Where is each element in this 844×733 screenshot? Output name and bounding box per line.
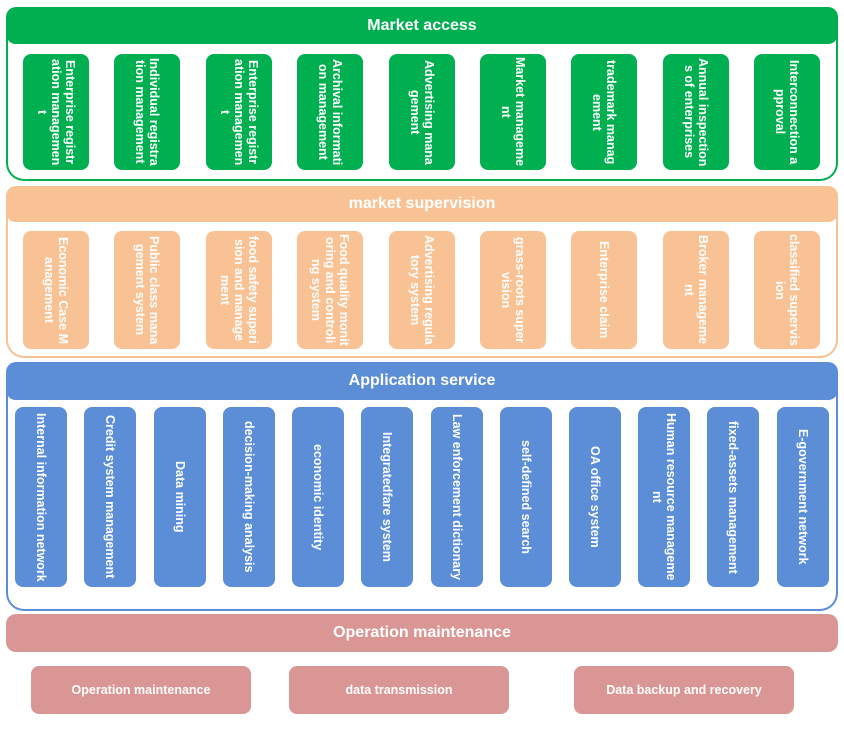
item-label: trademark management	[590, 59, 618, 165]
item-label: fixed-assets management	[726, 420, 740, 574]
application-service-item: OA office system	[569, 407, 621, 587]
item-label: self-defined search	[519, 440, 533, 554]
item-label: Annual inspections of enterprises	[682, 57, 710, 167]
application-service-item: Data mining	[154, 407, 206, 587]
item-label: E-government network	[796, 429, 810, 565]
market-supervision-item: Public class management system	[114, 231, 180, 349]
item-label: Food quality monitoring and controling s…	[309, 234, 351, 346]
item-label: Market management	[499, 57, 527, 167]
market-access-item: Annual inspections of enterprises	[663, 54, 729, 170]
market-access-item: Enterprise registration management	[206, 54, 272, 170]
application-service-item: economic identity	[292, 407, 344, 587]
item-label: Economic Case Management	[42, 236, 70, 344]
item-label: Individual registration management	[133, 58, 161, 166]
application-service-panel	[6, 383, 838, 611]
market-access-header: Market access	[6, 7, 838, 44]
item-label: classified supervision	[773, 234, 801, 346]
market-supervision-item: Enterprise claim	[571, 231, 637, 349]
item-label: Data mining	[173, 461, 187, 533]
item-label: Advertising regulatory system	[408, 235, 436, 345]
item-label: grass-roots supervision	[499, 236, 527, 344]
item-label: economic identity	[311, 443, 325, 551]
application-service-item: fixed-assets management	[707, 407, 759, 587]
operation-maintenance-item: data transmission	[289, 666, 509, 714]
market-supervision-item: grass-roots supervision	[480, 231, 546, 349]
item-label: Integratedfare system	[380, 432, 394, 562]
item-label: Advertising management	[408, 59, 436, 165]
market-supervision-item: food safety superision and management	[206, 231, 272, 349]
item-label: Enterprise registration management	[218, 58, 260, 166]
market-access-item: trademark management	[571, 54, 637, 170]
operation-maintenance-item: Data backup and recovery	[574, 666, 794, 714]
item-label: decision-making analysis	[242, 421, 256, 573]
application-service-item: decision-making analysis	[223, 407, 275, 587]
item-label: Credit system management	[103, 415, 117, 579]
application-service-item: Human resource management	[638, 407, 690, 587]
market-supervision-item: Economic Case Management	[23, 231, 89, 349]
operation-maintenance-header: Operation maintenance	[6, 614, 838, 652]
application-service-item: Credit system management	[84, 407, 136, 587]
item-label: Interconnection approval	[773, 59, 801, 165]
item-label: food safety superision and management	[218, 236, 260, 344]
item-label: OA office system	[588, 446, 602, 548]
application-service-item: Law enforcement dictionary	[431, 407, 483, 587]
market-supervision-item: classified supervision	[754, 231, 820, 349]
market-supervision-header: market supervision	[6, 186, 838, 222]
market-supervision-item: Broker management	[663, 231, 729, 349]
market-access-item: Interconnection approval	[754, 54, 820, 170]
market-access-item: Individual registration management	[114, 54, 180, 170]
item-label: Archival information management	[316, 58, 344, 166]
application-service-item: E-government network	[777, 407, 829, 587]
market-supervision-item: Food quality monitoring and controling s…	[297, 231, 363, 349]
market-supervision-item: Advertising regulatory system	[389, 231, 455, 349]
application-service-header: Application service	[6, 362, 838, 400]
item-label: Broker management	[682, 235, 710, 345]
application-service-item: Internal information network	[15, 407, 67, 587]
market-access-item: Archival information management	[297, 54, 363, 170]
market-access-item: Enterprise registration management	[23, 54, 89, 170]
market-access-item: Market management	[480, 54, 546, 170]
item-label: Enterprise registration management	[35, 58, 77, 166]
item-label: Law enforcement dictionary	[450, 413, 464, 580]
market-access-item: Advertising management	[389, 54, 455, 170]
item-label: Public class management system	[133, 235, 161, 345]
application-service-item: self-defined search	[500, 407, 552, 587]
item-label: Enterprise claim	[597, 241, 611, 339]
application-service-item: Integratedfare system	[361, 407, 413, 587]
item-label: Human resource management	[650, 413, 678, 581]
item-label: Internal information network	[34, 412, 48, 582]
operation-maintenance-item: Operation maintenance	[31, 666, 251, 714]
